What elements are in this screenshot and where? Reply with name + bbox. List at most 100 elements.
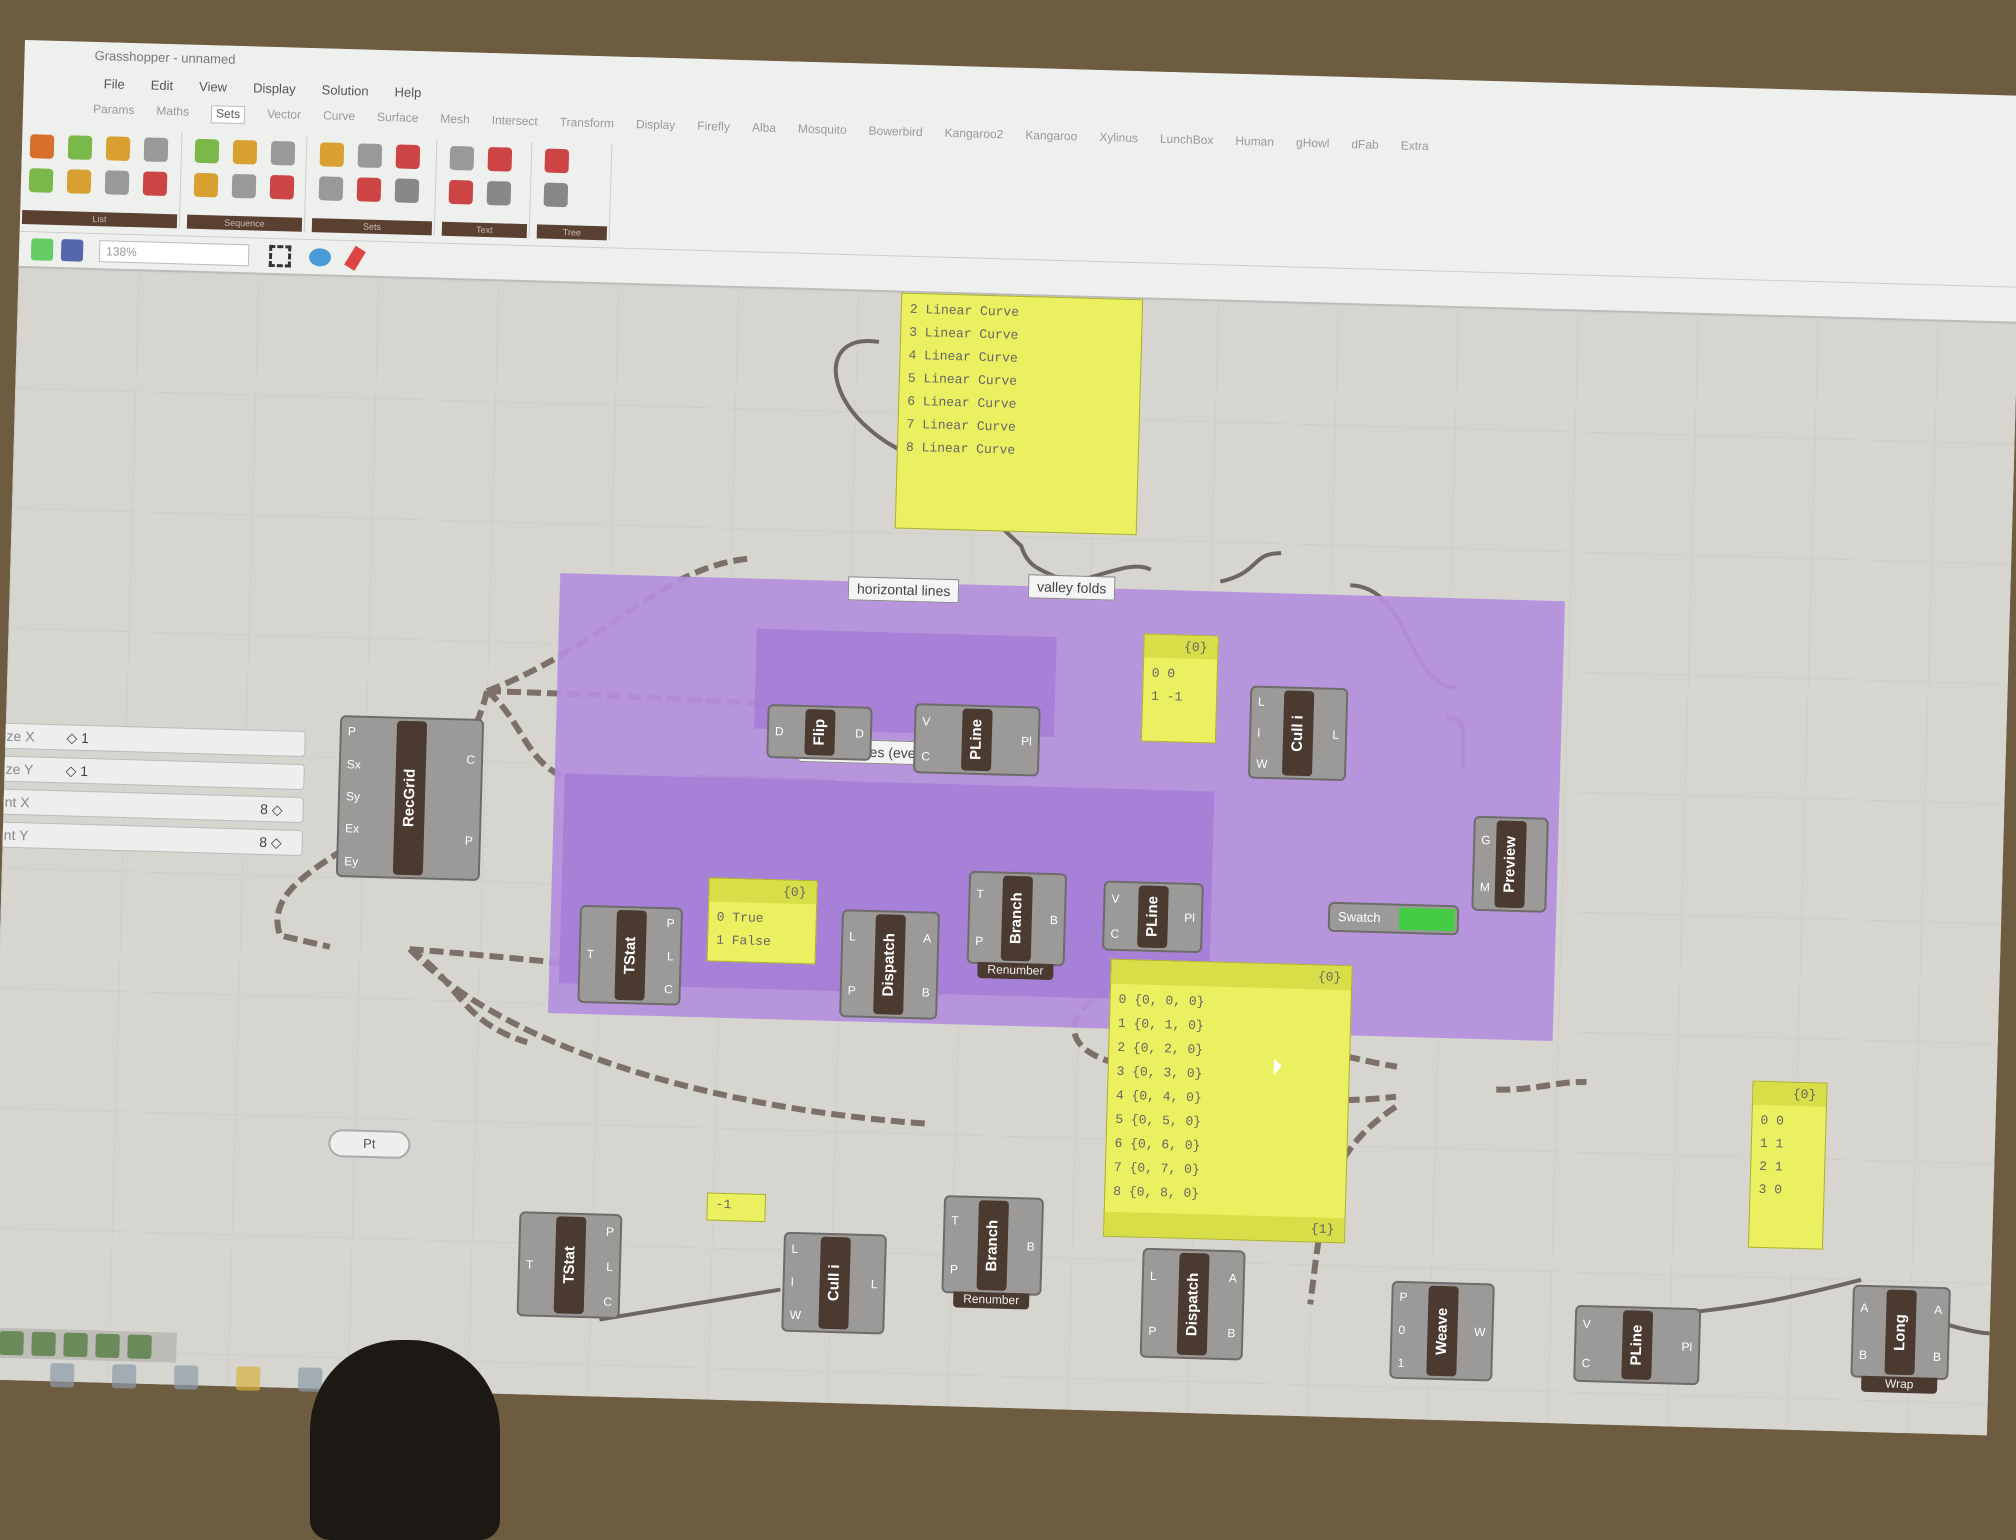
menu-solution[interactable]: Solution — [321, 82, 369, 99]
task-view-icon[interactable] — [173, 1365, 199, 1390]
input-pin[interactable]: M — [1479, 880, 1491, 895]
input-pin[interactable]: B — [1858, 1347, 1868, 1362]
input-pin[interactable]: 0 — [1398, 1322, 1406, 1338]
component-icon[interactable] — [29, 134, 55, 159]
input-pin[interactable]: Sx — [346, 756, 362, 772]
component-icon[interactable] — [143, 137, 169, 163]
output-pin[interactable]: A — [1934, 1303, 1943, 1318]
output-pin[interactable]: Pl — [1020, 734, 1033, 749]
input-pin[interactable]: L — [1149, 1268, 1157, 1283]
input-pin[interactable]: I — [1256, 725, 1261, 740]
tab-lunchbox[interactable]: LunchBox — [1159, 131, 1214, 148]
input-pin[interactable]: P — [1148, 1323, 1157, 1338]
input-pin[interactable]: L — [849, 929, 857, 944]
tab-mesh[interactable]: Mesh — [440, 111, 470, 127]
output-pin[interactable]: B — [921, 985, 930, 1000]
input-pin[interactable]: P — [847, 983, 856, 998]
open-icon[interactable] — [30, 238, 54, 261]
tab-kangaroo2[interactable]: Kangaroo2 — [944, 125, 1004, 142]
tab-vector[interactable]: Vector — [266, 106, 302, 122]
component-icon[interactable] — [269, 174, 295, 200]
component-icon[interactable] — [487, 146, 513, 172]
input-pin[interactable]: L — [791, 1241, 799, 1256]
output-pin[interactable]: Pl — [1184, 910, 1196, 926]
component-icon[interactable] — [448, 179, 474, 205]
input-pin[interactable]: T — [976, 887, 985, 902]
menu-file[interactable]: File — [103, 76, 125, 92]
tab-maths[interactable]: Maths — [156, 103, 190, 119]
output-pin[interactable]: C — [663, 981, 673, 997]
component-icon[interactable] — [486, 180, 512, 206]
input-pin[interactable]: C — [1110, 926, 1120, 941]
output-pin[interactable]: L — [666, 949, 674, 964]
output-pin[interactable]: D — [855, 726, 865, 741]
component-icon[interactable] — [231, 173, 257, 199]
menu-display[interactable]: Display — [252, 80, 296, 97]
swatch-component[interactable]: Swatch — [1327, 901, 1460, 936]
tab-mosquito[interactable]: Mosquito — [797, 121, 847, 137]
output-pin[interactable]: L — [1332, 727, 1340, 742]
tab-sets[interactable]: Sets — [210, 105, 246, 125]
panel-cull-pattern[interactable]: {0} 0 0 1 -1 — [1140, 633, 1219, 744]
menu-edit[interactable]: Edit — [150, 77, 174, 94]
component-icon[interactable] — [232, 139, 258, 165]
component-icon[interactable] — [543, 182, 569, 208]
zoom-extents-icon[interactable] — [268, 244, 292, 268]
output-pin[interactable]: Pl — [1681, 1339, 1693, 1354]
output-pin[interactable]: P — [666, 916, 675, 931]
output-pin[interactable]: B — [1026, 1239, 1035, 1254]
output-pin[interactable]: W — [1473, 1324, 1486, 1340]
tab-intersect[interactable]: Intersect — [491, 113, 538, 129]
output-pin[interactable]: A — [1228, 1270, 1238, 1285]
panel-points[interactable]: {0} 0 {0, 0, 0}1 {0, 1, 0}2 {0, 2, 0}3 {… — [1103, 958, 1353, 1244]
grasshopper-app-icon[interactable] — [297, 1367, 323, 1392]
component-icon[interactable] — [395, 144, 421, 170]
input-pin[interactable]: V — [1111, 891, 1120, 906]
grasshopper-canvas[interactable]: horizontal lines valley folds vertical l… — [0, 267, 2016, 1436]
input-pin[interactable]: G — [1481, 832, 1491, 847]
tab-human[interactable]: Human — [1235, 133, 1275, 149]
output-pin[interactable]: B — [1227, 1325, 1236, 1340]
output-pin[interactable]: C — [466, 752, 476, 767]
tab-params[interactable]: Params — [92, 101, 135, 118]
tab-alba[interactable]: Alba — [751, 120, 777, 135]
tab-curve[interactable]: Curve — [322, 108, 356, 124]
tab-transform[interactable]: Transform — [559, 114, 615, 131]
component-icon[interactable] — [319, 142, 345, 167]
component-icon[interactable] — [194, 138, 220, 164]
output-pin[interactable]: P — [605, 1224, 615, 1239]
panel-right[interactable]: {0} 0 0 1 1 2 1 3 0 — [1747, 1080, 1828, 1250]
panel-curves[interactable]: 2 Linear Curve 3 Linear Curve 4 Linear C… — [894, 292, 1144, 536]
output-pin[interactable]: L — [870, 1277, 878, 1292]
panel-bool-pattern[interactable]: {0} 0 True 1 False — [706, 877, 818, 965]
input-pin[interactable]: W — [789, 1308, 802, 1323]
tab-firefly[interactable]: Firefly — [697, 118, 731, 134]
component-icon[interactable] — [449, 145, 475, 171]
component-icon[interactable] — [193, 172, 219, 198]
tab-kangaroo[interactable]: Kangaroo — [1025, 127, 1078, 144]
search-icon[interactable] — [111, 1364, 137, 1389]
input-pin[interactable]: P — [1399, 1290, 1408, 1305]
tab-ghowl[interactable]: gHowl — [1295, 135, 1330, 151]
output-pin[interactable]: P — [464, 833, 474, 848]
swatch-color[interactable] — [1398, 907, 1456, 932]
input-pin[interactable]: I — [790, 1274, 795, 1289]
start-icon[interactable] — [49, 1363, 75, 1388]
param-pt[interactable]: Pt — [327, 1128, 411, 1160]
component-icon[interactable] — [544, 148, 570, 174]
input-pin[interactable]: C — [1581, 1355, 1591, 1370]
input-pin[interactable]: P — [347, 724, 357, 739]
output-pin[interactable]: C — [603, 1294, 613, 1309]
output-pin[interactable]: A — [923, 931, 932, 946]
component-icon[interactable] — [394, 178, 420, 204]
component-icon[interactable] — [67, 135, 93, 160]
